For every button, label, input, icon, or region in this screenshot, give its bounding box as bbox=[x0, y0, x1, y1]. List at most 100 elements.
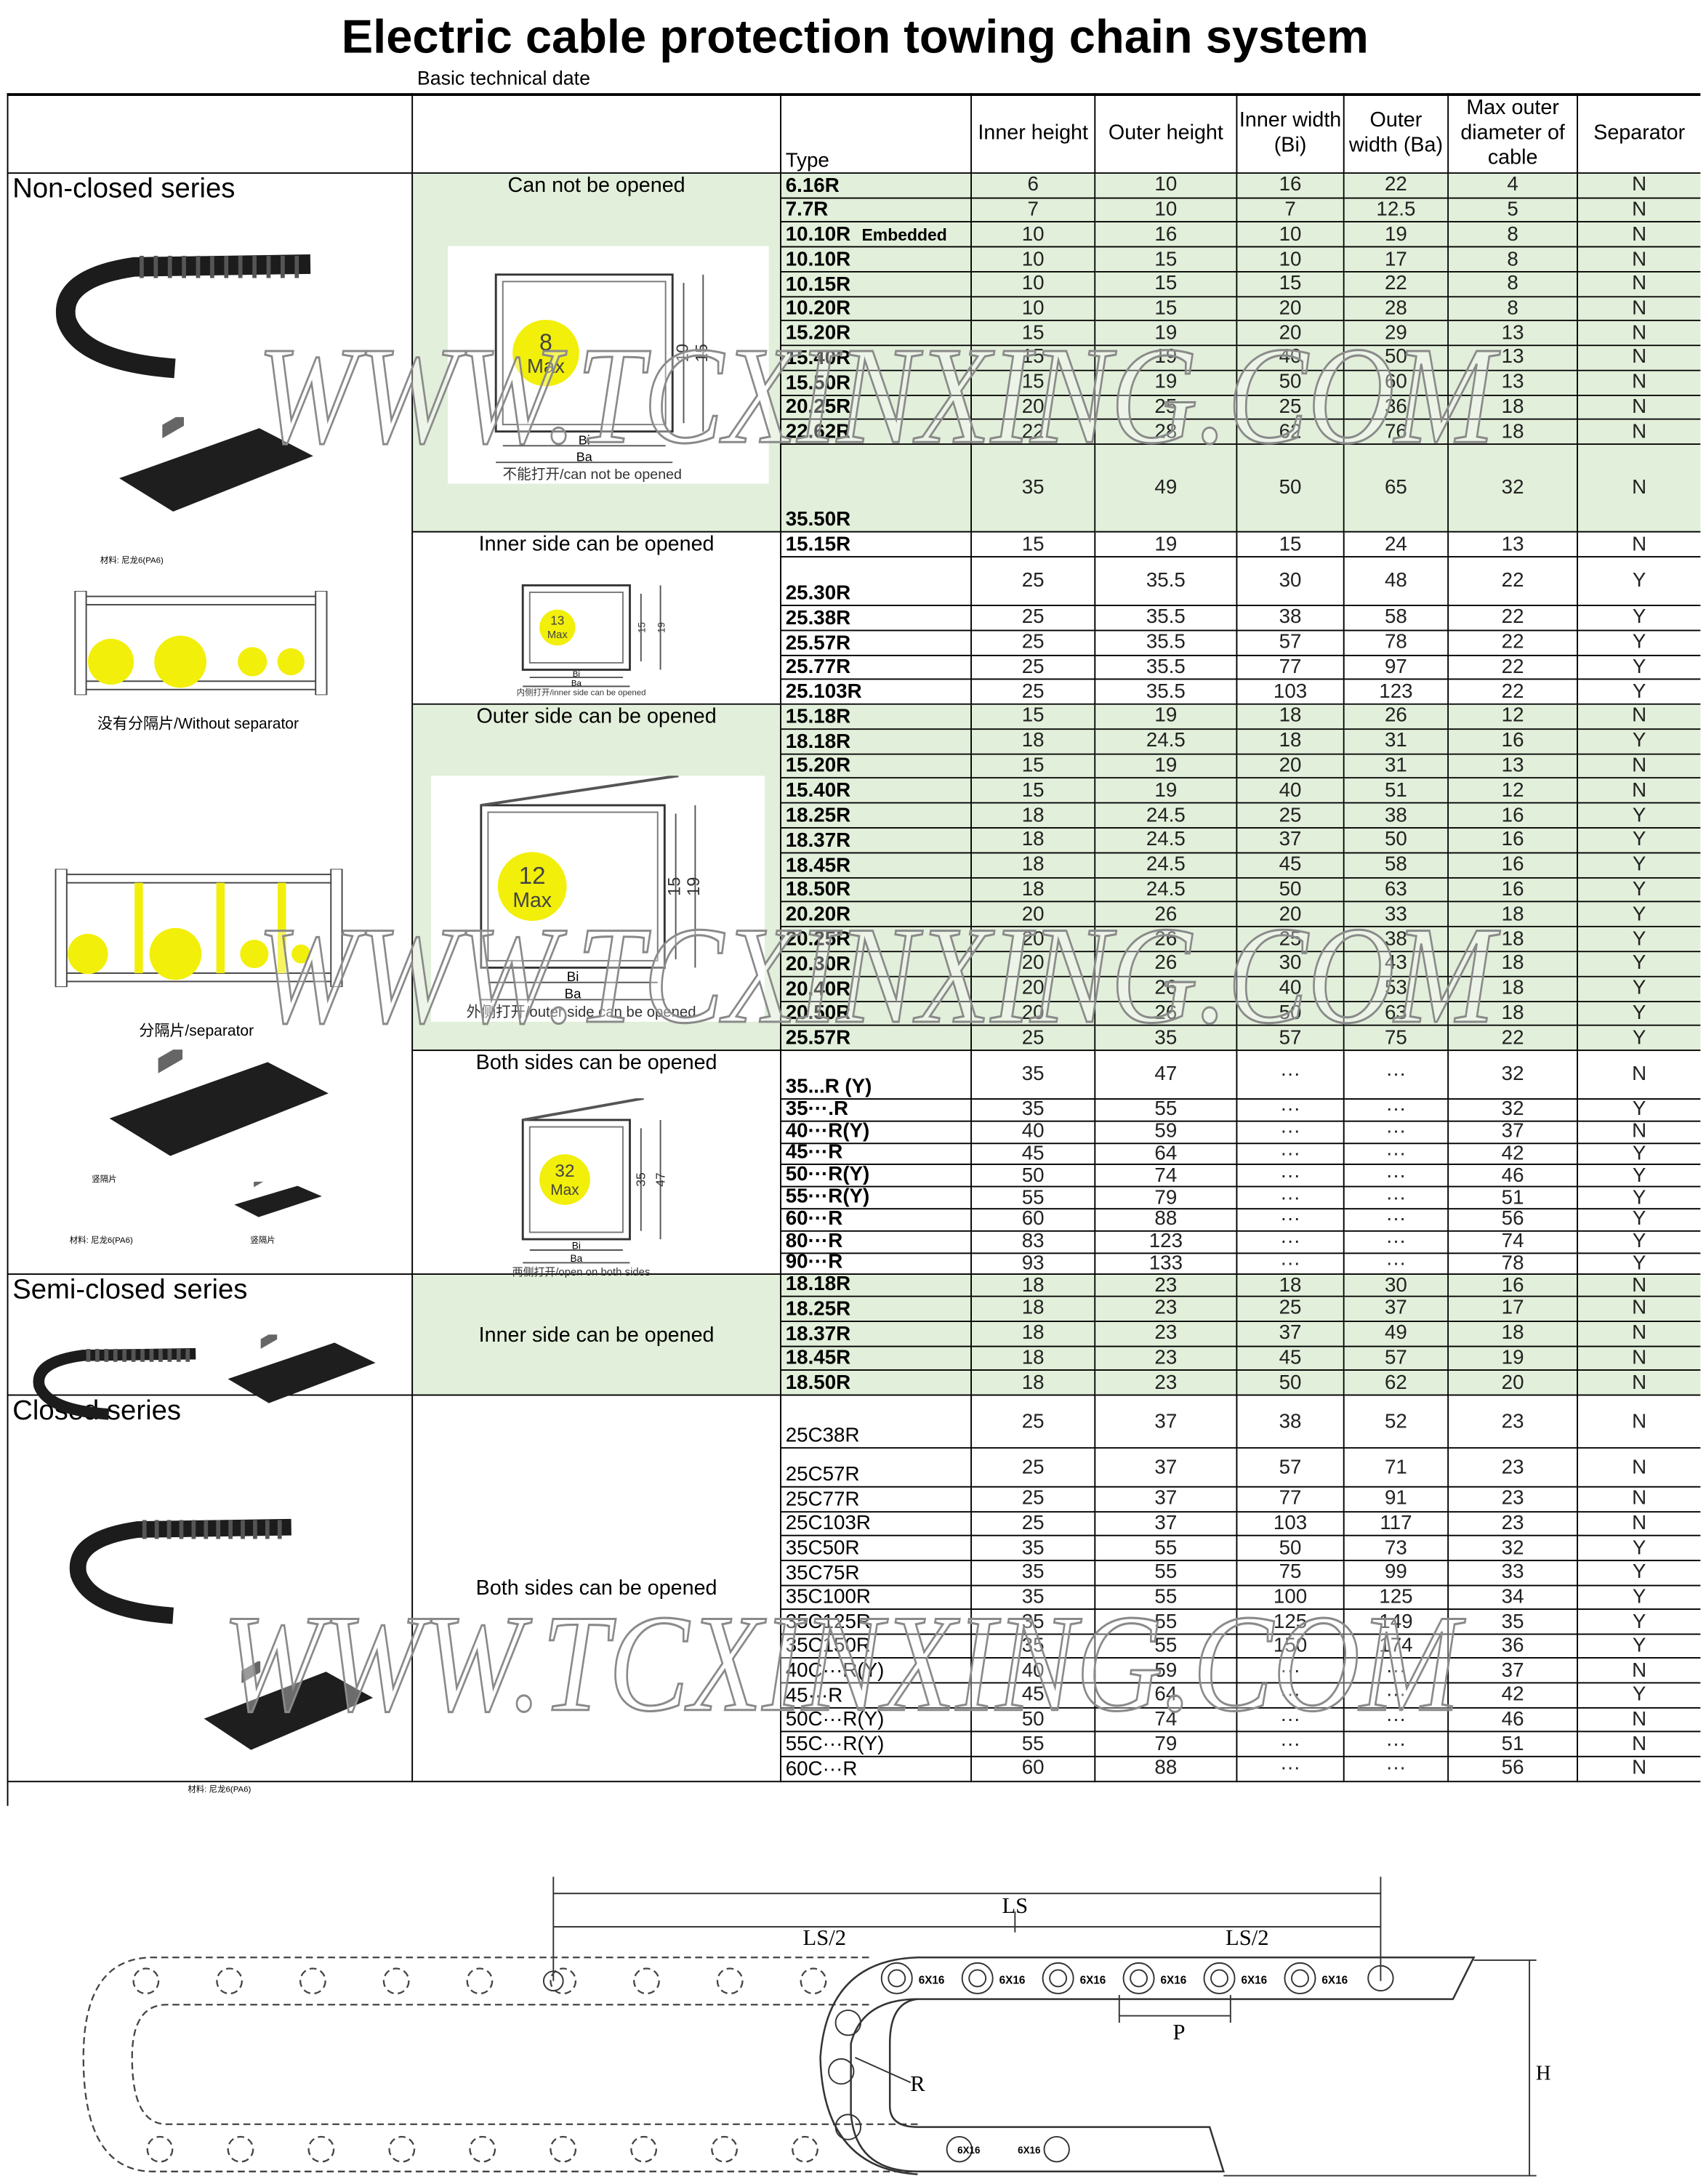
spec-value: 150 bbox=[1273, 1635, 1308, 1658]
type-value: 25.30R bbox=[785, 582, 851, 605]
spec-value: N bbox=[1632, 1275, 1647, 1297]
value-cell: N bbox=[1578, 198, 1701, 223]
value-cell: 78 bbox=[1449, 1253, 1579, 1276]
value-cell: 16 bbox=[1449, 853, 1579, 879]
spec-value: 23 bbox=[1154, 1275, 1178, 1297]
type-value: 18.45R bbox=[785, 1347, 851, 1370]
spec-value: 20 bbox=[1021, 952, 1045, 975]
spec-value: 23 bbox=[1501, 1410, 1524, 1433]
spec-value: Y bbox=[1632, 1610, 1646, 1633]
spec-value: 25 bbox=[1021, 631, 1045, 654]
spec-value: 10 bbox=[1021, 273, 1045, 296]
value-cell: 15 bbox=[972, 321, 1096, 347]
value-cell: 56 bbox=[1449, 1209, 1579, 1232]
svg-text:19: 19 bbox=[685, 877, 704, 896]
spec-value: 25 bbox=[1021, 1410, 1045, 1433]
spec-value: 103 bbox=[1273, 680, 1308, 704]
spec-value: ··· bbox=[1385, 1253, 1407, 1275]
value-cell: 10 bbox=[972, 222, 1096, 248]
spec-value: 25 bbox=[1021, 1512, 1045, 1535]
value-cell: N bbox=[1578, 1346, 1701, 1371]
value-cell: 24.5 bbox=[1095, 828, 1238, 853]
column-header-label: Max outer diameter of cable bbox=[1460, 95, 1565, 169]
spec-value: 28 bbox=[1384, 297, 1407, 320]
header-blank bbox=[413, 93, 781, 174]
spec-value: Y bbox=[1632, 804, 1646, 827]
spec-value: 46 bbox=[1501, 1165, 1524, 1188]
spec-value: 75 bbox=[1279, 1561, 1302, 1584]
value-cell: N bbox=[1578, 1321, 1701, 1347]
spec-value: 40 bbox=[1021, 1659, 1045, 1682]
value-cell: 58 bbox=[1344, 853, 1449, 879]
type-value: 18.25R bbox=[785, 805, 851, 828]
spec-value: 10 bbox=[1021, 248, 1045, 271]
value-cell: 15 bbox=[1095, 272, 1238, 297]
svg-text:6X16: 6X16 bbox=[999, 1975, 1026, 1987]
value-cell: 15 bbox=[972, 371, 1096, 396]
spec-value: N bbox=[1632, 420, 1647, 443]
type-value: 25.57R bbox=[785, 632, 851, 655]
spec-value: ··· bbox=[1280, 1684, 1300, 1706]
type-cell: 18.37R bbox=[781, 1321, 973, 1347]
spec-value: 25 bbox=[1021, 570, 1045, 592]
value-cell: 25 bbox=[972, 557, 1096, 607]
value-cell: 17 bbox=[1344, 247, 1449, 273]
spec-value: 17 bbox=[1384, 248, 1407, 271]
value-cell: 42 bbox=[1449, 1683, 1579, 1709]
type-value: 35C100R bbox=[785, 1586, 871, 1609]
spec-value: 31 bbox=[1384, 730, 1407, 753]
value-cell: 18 bbox=[972, 1346, 1096, 1371]
ls-label: LS bbox=[1002, 1893, 1028, 1918]
svg-text:35: 35 bbox=[634, 1172, 648, 1186]
value-cell: 10 bbox=[1095, 198, 1238, 223]
page-subtitle: Basic technical date bbox=[417, 66, 591, 89]
spec-value: 16 bbox=[1501, 1275, 1524, 1297]
spec-value: 22 bbox=[1501, 680, 1524, 704]
svg-text:Max: Max bbox=[547, 629, 568, 641]
spec-value: 53 bbox=[1384, 977, 1407, 1000]
spec-value: 50 bbox=[1384, 347, 1407, 369]
diagram-max-value: 8 bbox=[539, 329, 552, 355]
spec-value: 19 bbox=[1384, 223, 1407, 246]
value-cell: 74 bbox=[1449, 1231, 1579, 1254]
value-cell: 46 bbox=[1449, 1165, 1579, 1188]
value-cell: Y bbox=[1578, 729, 1701, 754]
spec-value: 50 bbox=[1279, 1536, 1302, 1560]
column-header-label: Inner width (Bi) bbox=[1239, 108, 1342, 157]
spec-value: 40 bbox=[1279, 347, 1302, 369]
value-cell: Y bbox=[1578, 1610, 1701, 1635]
value-cell: 19 bbox=[1095, 778, 1238, 804]
vertical-separator-caption: 竖隔片 bbox=[92, 1176, 117, 1185]
value-cell: 19 bbox=[1095, 704, 1238, 730]
value-cell: 35 bbox=[972, 1635, 1096, 1659]
value-cell: 18 bbox=[972, 1297, 1096, 1322]
spec-value: 19 bbox=[1154, 371, 1178, 394]
without-separator-icon bbox=[74, 590, 328, 696]
value-cell: N bbox=[1578, 1371, 1701, 1396]
value-cell: Y bbox=[1578, 1561, 1701, 1586]
spec-value: ··· bbox=[1385, 1143, 1407, 1165]
type-value: 10.10R bbox=[785, 249, 851, 271]
spec-value: 12.5 bbox=[1376, 198, 1416, 222]
value-cell: ··· bbox=[1344, 1732, 1449, 1757]
spec-value: 46 bbox=[1501, 1708, 1524, 1731]
value-cell: 16 bbox=[1449, 729, 1579, 754]
series-cell: Semi-closed series bbox=[7, 1275, 414, 1396]
closed-chain-icon bbox=[69, 1518, 291, 1624]
spec-value: 10 bbox=[1021, 297, 1045, 320]
material-caption: 材料: 尼龙6(PA6) bbox=[188, 1786, 252, 1795]
type-cell: 18.50R bbox=[781, 1371, 973, 1396]
type-value: 80···R bbox=[785, 1231, 843, 1252]
spec-value: 62 bbox=[1384, 1371, 1407, 1395]
spec-value: 35 bbox=[1021, 1536, 1045, 1560]
spec-value: Y bbox=[1632, 952, 1646, 975]
spec-value: ··· bbox=[1280, 1187, 1300, 1209]
value-cell: 16 bbox=[1095, 222, 1238, 248]
type-value: 10.15R bbox=[785, 273, 851, 296]
spec-value: 25 bbox=[1279, 927, 1302, 951]
diagram-caption: 两侧打开/open on both sides bbox=[512, 1266, 651, 1278]
value-cell: ··· bbox=[1237, 1143, 1345, 1166]
type-value: 20.20R bbox=[785, 903, 851, 927]
type-cell: 15.20R bbox=[781, 754, 973, 779]
spec-value: ··· bbox=[1280, 1733, 1300, 1756]
